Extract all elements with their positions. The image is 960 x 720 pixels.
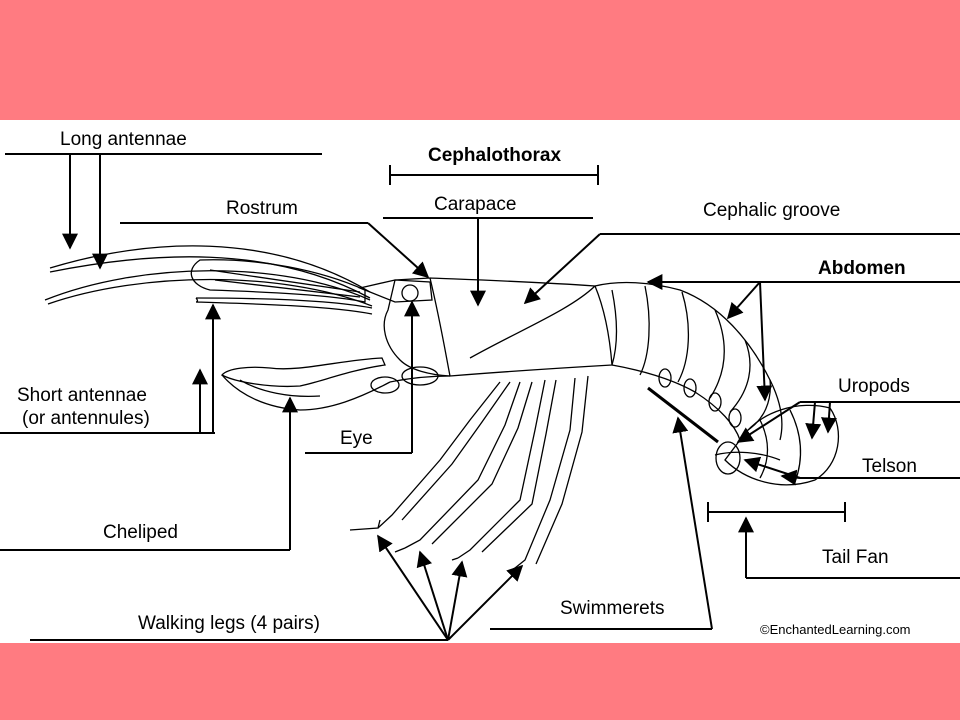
label-tail-fan: Tail Fan bbox=[822, 547, 889, 568]
label-long-antennae: Long antennae bbox=[60, 129, 187, 150]
walking-leg-1 bbox=[377, 381, 501, 529]
long-antenna-upper bbox=[49, 245, 371, 293]
tail-fan-outline bbox=[724, 404, 840, 486]
label-telson: Telson bbox=[862, 456, 917, 477]
walking-leg-2 bbox=[404, 381, 521, 549]
label-cheliped: Cheliped bbox=[103, 522, 178, 543]
label-carapace: Carapace bbox=[434, 194, 517, 215]
swimmeret-1 bbox=[658, 368, 672, 388]
label-cephalothorax: Cephalothorax bbox=[428, 145, 562, 166]
long-antenna-upper-b bbox=[49, 256, 371, 299]
walking-leg-3 bbox=[457, 379, 546, 559]
cheliped-claw bbox=[220, 357, 386, 388]
label-antennules: (or antennules) bbox=[22, 408, 150, 429]
label-rostrum: Rostrum bbox=[226, 198, 298, 219]
label-walking-legs: Walking legs (4 pairs) bbox=[138, 613, 320, 634]
crayfish-diagram: Long antennae Cephalothorax Rostrum Cara… bbox=[0, 120, 960, 643]
label-short-antennae: Short antennae bbox=[17, 385, 147, 406]
rostrum-outline bbox=[357, 279, 433, 303]
top-color-band bbox=[0, 0, 960, 120]
antennal-scale bbox=[190, 259, 366, 303]
label-uropods: Uropods bbox=[838, 376, 910, 397]
abdomen-top bbox=[594, 281, 783, 441]
short-antenna bbox=[195, 297, 373, 309]
label-cephalic-groove: Cephalic groove bbox=[703, 200, 841, 221]
label-abdomen: Abdomen bbox=[818, 258, 906, 279]
label-eye: Eye bbox=[340, 428, 373, 449]
credit-text: ©EnchantedLearning.com bbox=[760, 622, 911, 637]
eye-drawing bbox=[401, 284, 419, 302]
crayfish-illustration bbox=[44, 245, 840, 573]
bottom-color-band bbox=[0, 643, 960, 720]
diagram-artwork bbox=[0, 153, 960, 641]
leader-lines bbox=[0, 153, 960, 641]
long-antenna-lower bbox=[44, 270, 371, 301]
label-swimmerets: Swimmerets bbox=[560, 598, 665, 619]
carapace-outline bbox=[383, 277, 613, 377]
walking-leg-4 bbox=[514, 377, 576, 569]
